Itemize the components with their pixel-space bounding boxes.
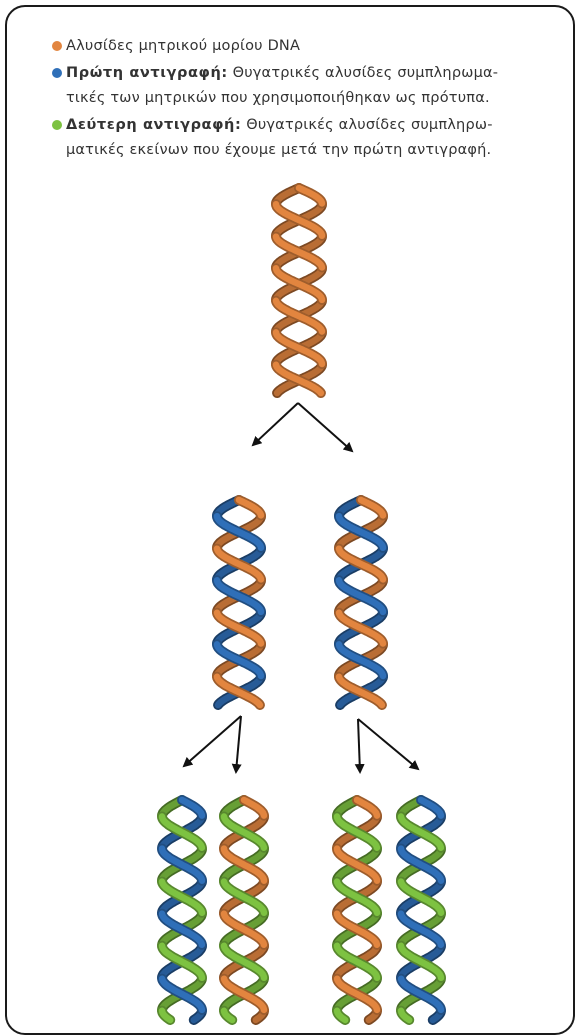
strand-ribbon [272, 329, 326, 368]
legend-first-line1: Θυγατρικές αλυσίδες συμπληρωμα- [227, 65, 499, 81]
second-gen-helix-2 [219, 795, 269, 1025]
strand-ribbon [158, 942, 206, 982]
legend-item-second: Δεύτερη αντιγραφή: Θυγατρικές αλυσίδες σ… [52, 113, 552, 163]
legend: Αλυσίδες μητρικού μορίου DNA Πρώτη αντιγ… [52, 34, 552, 163]
green-dot-icon [52, 120, 62, 130]
legend-second-line2: ματικές εκείνων που έχουμε μετά την πρώτ… [66, 142, 492, 158]
arrows [182, 402, 420, 774]
strand-ribbon [333, 942, 381, 982]
strand-ribbon [213, 609, 265, 647]
strand-ribbon [220, 878, 268, 917]
strand-ribbon [335, 577, 387, 616]
strand-ribbon [220, 910, 268, 949]
strand-ribbon [417, 796, 445, 819]
strand-ribbon [357, 496, 387, 519]
strand-ribbon [178, 796, 206, 819]
strand-ribbon [158, 910, 206, 949]
second-gen-helix-4 [396, 795, 446, 1025]
strand-ribbon [235, 496, 265, 519]
legend-parental-text: Αλυσίδες μητρικού μορίου DNA [66, 38, 301, 54]
strand-ribbon [333, 975, 381, 1014]
legend-second-title: Δεύτερη αντιγραφή: [66, 117, 242, 133]
strand-ribbon [220, 813, 268, 851]
legend-item-parental: Αλυσίδες μητρικού μορίου DNA [52, 34, 552, 59]
strand-ribbon [220, 845, 268, 884]
strand-ribbon [213, 545, 265, 583]
strand-ribbon [158, 878, 206, 917]
orange-dot-icon [52, 41, 62, 51]
strand-ribbon [272, 361, 325, 397]
strand-ribbon [272, 200, 326, 240]
strand-ribbon [333, 813, 381, 851]
strand-ribbon [213, 673, 264, 709]
strand-ribbon [397, 975, 445, 1014]
strand-ribbon [240, 796, 268, 819]
second-gen-helix-1 [157, 795, 207, 1025]
strand-ribbon [397, 813, 445, 851]
strand-ribbon [220, 975, 268, 1014]
strand-ribbon [272, 265, 326, 304]
strand-ribbon [213, 577, 265, 616]
strand-ribbon [397, 1007, 413, 1024]
figure-frame [5, 5, 575, 1035]
arrow-parent-left [251, 402, 299, 447]
strand-ribbon [335, 673, 386, 709]
strand-ribbon [333, 878, 381, 917]
parental-dna-helix [271, 183, 327, 398]
strand-ribbon [158, 845, 206, 884]
arrow-parent-right [297, 402, 354, 453]
first-gen-helix-left [212, 495, 266, 710]
strand-ribbon [397, 910, 445, 949]
strand-ribbon [397, 845, 445, 884]
strand-ribbon [397, 942, 445, 982]
strand-ribbon [335, 545, 387, 583]
first-gen-helix-right [334, 495, 388, 710]
strand-ribbon [272, 233, 326, 271]
legend-first-title: Πρώτη αντιγραφή: [66, 65, 228, 81]
strand-ribbon [295, 184, 326, 207]
strand-ribbon [220, 942, 268, 982]
strand-ribbon [158, 975, 206, 1014]
strand-ribbon [213, 512, 265, 552]
legend-second-line1: Θυγατρικές αλυσίδες συμπληρω- [241, 117, 493, 133]
arrow-gen1a-left [182, 715, 242, 768]
strand-ribbon [333, 910, 381, 949]
strand-ribbon [158, 813, 206, 851]
arrow-gen1a-right [231, 715, 242, 774]
strand-ribbon [220, 1007, 236, 1024]
legend-first-line2: τικές των μητρικών που χρησιμοποιήθηκαν … [66, 90, 490, 106]
arrow-gen1b-left [354, 718, 365, 774]
strand-ribbon [213, 641, 265, 680]
strand-ribbon [333, 845, 381, 884]
strand-ribbon [335, 609, 387, 647]
strand-ribbon [335, 512, 387, 552]
strand-ribbon [272, 297, 326, 335]
second-gen-helix-3 [332, 795, 382, 1025]
strand-ribbon [158, 1007, 174, 1024]
strand-ribbon [335, 641, 387, 680]
arrow-gen1b-right [357, 718, 420, 771]
strand-ribbon [353, 796, 381, 819]
legend-item-first: Πρώτη αντιγραφή: Θυγατρικές αλυσίδες συμ… [52, 61, 552, 111]
strand-ribbon [333, 1007, 349, 1024]
strand-ribbon [397, 878, 445, 917]
blue-dot-icon [52, 68, 62, 78]
